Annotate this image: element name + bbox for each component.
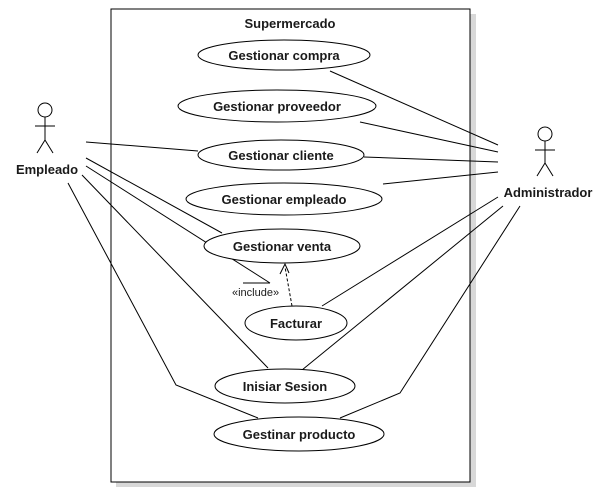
assoc-admin-empleado <box>382 171 499 185</box>
use-case-label: Inisiar Sesion <box>243 379 328 394</box>
assoc-admin-facturar <box>321 196 499 307</box>
use-case-gestinar-producto[interactable]: Gestinar producto <box>213 416 385 452</box>
assoc-empleado-facturar <box>85 165 271 284</box>
use-case-gestionar-proveedor[interactable]: Gestionar proveedor <box>177 89 377 123</box>
actor-label: Administrador <box>504 185 593 200</box>
use-case-label: Gestionar empleado <box>222 192 347 207</box>
system-title: Supermercado <box>244 16 335 31</box>
use-case-label: Facturar <box>270 316 322 331</box>
use-case-gestionar-venta[interactable]: Gestionar venta <box>203 228 361 264</box>
stick-figure-icon <box>35 102 55 154</box>
assoc-admin-sesion <box>301 205 504 371</box>
stick-figure-icon <box>535 126 555 177</box>
include-label: «include» <box>232 287 279 299</box>
include-dependency: «include» <box>232 262 293 307</box>
assoc-empleado-producto <box>67 182 259 419</box>
assoc-empleado-venta <box>85 157 223 234</box>
actor-label: Empleado <box>16 162 78 177</box>
assoc-empleado-sesion <box>81 174 269 369</box>
use-case-label: Gestionar venta <box>233 239 332 254</box>
use-case-label: Gestionar compra <box>228 48 340 63</box>
assoc-admin-compra <box>329 70 499 146</box>
assoc-admin-proveedor <box>359 121 499 153</box>
include-arrowhead <box>279 262 290 275</box>
assoc-empleado-cliente <box>85 141 199 152</box>
use-case-label: Gestionar proveedor <box>213 99 341 114</box>
actor-administrador[interactable]: Administrador <box>504 126 593 200</box>
actor-empleado[interactable]: Empleado <box>16 102 78 177</box>
use-case-facturar[interactable]: Facturar <box>244 305 348 341</box>
empleado-associations <box>67 141 271 419</box>
use-case-gestionar-empleado[interactable]: Gestionar empleado <box>185 182 383 216</box>
use-case-label: Gestinar producto <box>243 427 356 442</box>
assoc-admin-producto <box>339 205 521 419</box>
administrador-associations <box>301 70 521 419</box>
use-case-gestionar-cliente[interactable]: Gestionar cliente <box>197 139 365 171</box>
use-case-label: Gestionar cliente <box>228 148 333 163</box>
use-case-gestionar-compra[interactable]: Gestionar compra <box>197 39 371 71</box>
include-arrow-line <box>284 266 293 307</box>
use-case-iniciar-sesion[interactable]: Inisiar Sesion <box>214 368 356 404</box>
assoc-admin-cliente <box>363 156 499 163</box>
